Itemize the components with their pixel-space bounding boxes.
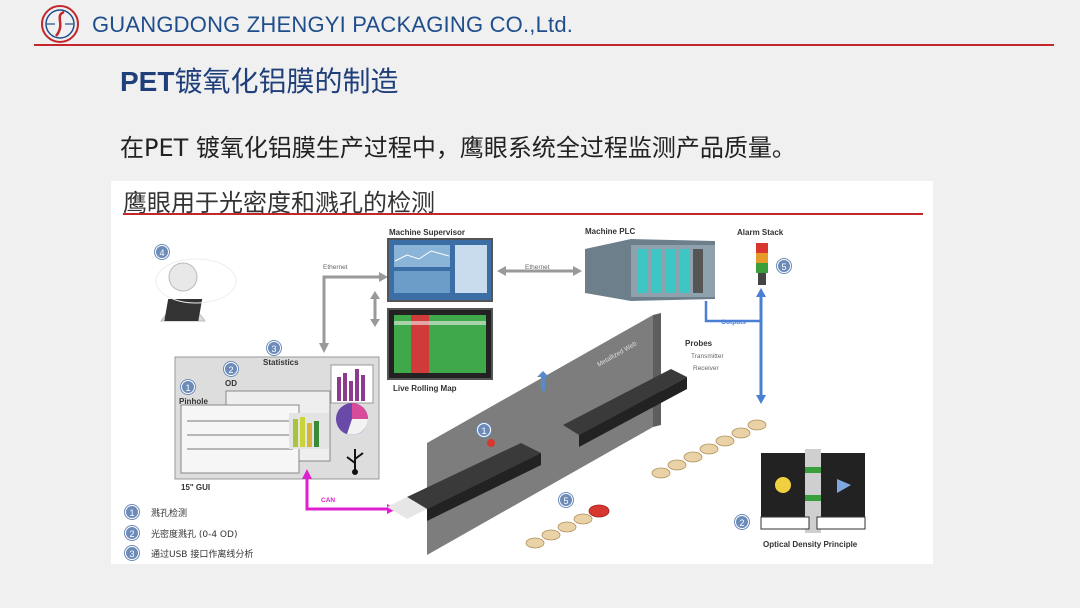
legend-num-2: 2 bbox=[125, 526, 139, 540]
optical-density-boxes bbox=[760, 449, 866, 533]
diagram-title: 鹰眼用于光密度和溅孔的检测 bbox=[123, 189, 435, 217]
slide-subtitle: 在PET 镀氧化铝膜生产过程中，鹰眼系统全过程监测产品质量。 bbox=[120, 134, 796, 162]
machine-supervisor-label: Machine Supervisor bbox=[389, 228, 466, 237]
upper-sensor-head bbox=[563, 369, 687, 447]
statistics-label: Statistics bbox=[263, 358, 299, 367]
badge-2-gui: 2 bbox=[224, 362, 238, 376]
slide-title-latin: PET bbox=[120, 66, 175, 97]
badge-5-alarm: 5 bbox=[777, 259, 791, 273]
company-name: GUANGDONG ZHENGYI PACKAGING CO.,Ltd. bbox=[92, 12, 574, 37]
diagram-title-divider bbox=[123, 213, 923, 215]
receiver-label: Receiver bbox=[693, 365, 719, 372]
transmitter-label: Transmitter bbox=[691, 353, 724, 360]
badge-4: 4 bbox=[155, 245, 169, 259]
od-label: OD bbox=[225, 379, 237, 388]
diagram-panel: 鹰眼用于光密度和溅孔的检测 bbox=[111, 181, 933, 564]
legend-text-2: 光密度溅孔 (0-4 OD) bbox=[151, 530, 238, 540]
header-divider bbox=[34, 44, 1054, 46]
legend-text-3: 通过USB 接口作离线分析 bbox=[151, 550, 254, 560]
pinhole-label: Pinhole bbox=[179, 397, 208, 406]
live-rolling-map-label: Live Rolling Map bbox=[393, 384, 457, 393]
legend-num-3: 3 bbox=[125, 546, 139, 560]
legend-text-1: 溅孔检测 bbox=[151, 509, 188, 519]
usb-icon bbox=[346, 449, 364, 475]
badge-1-web: 1 bbox=[477, 423, 491, 437]
slide-title-rest: 镀氧化铝膜的制造 bbox=[174, 65, 399, 98]
gui-label: 15" GUI bbox=[181, 483, 211, 492]
can-label: CAN bbox=[321, 497, 336, 504]
machine-plc-label: Machine PLC bbox=[585, 227, 636, 236]
badge-5-probe: 5 bbox=[559, 493, 573, 507]
company-logo bbox=[41, 5, 79, 43]
badge-3: 3 bbox=[267, 341, 281, 355]
outputs-label: Outputs bbox=[721, 319, 746, 326]
probes-left bbox=[525, 504, 610, 549]
slide-title: PET镀氧化铝膜的制造 bbox=[120, 60, 398, 100]
machine-supervisor-screen bbox=[387, 238, 493, 302]
statistics-chart bbox=[330, 364, 374, 435]
probes-right bbox=[651, 419, 767, 479]
badge-2-od: 2 bbox=[735, 515, 749, 529]
probes-label: Probes bbox=[685, 339, 713, 348]
legend-num-1: 1 bbox=[125, 505, 139, 519]
ethernet-right-label: Ethernet bbox=[525, 264, 550, 271]
badge-1-gui: 1 bbox=[181, 380, 195, 394]
machine-plc-rack bbox=[585, 239, 715, 301]
lower-sensor-head bbox=[387, 443, 541, 521]
alarm-stack-label: Alarm Stack bbox=[737, 228, 784, 237]
live-rolling-map-screen bbox=[387, 308, 493, 380]
system-diagram bbox=[155, 238, 866, 555]
alarm-stack bbox=[756, 243, 768, 285]
optical-density-principle-label: Optical Density Principle bbox=[763, 540, 858, 549]
ethernet-left-label: Ethernet bbox=[323, 264, 348, 271]
remote-operator-icon bbox=[155, 258, 237, 322]
